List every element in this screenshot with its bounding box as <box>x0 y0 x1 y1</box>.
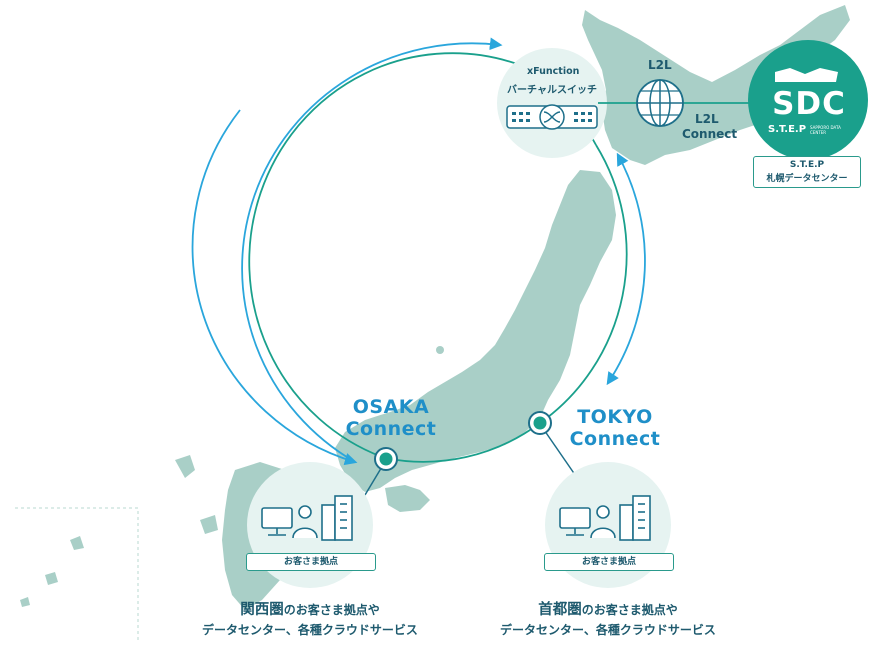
inner-ring <box>248 52 597 463</box>
oki-island <box>436 346 444 354</box>
sdc-logo-text: SDC <box>772 86 846 122</box>
xfunction-node-bg <box>497 48 607 158</box>
globe-icon <box>636 79 684 127</box>
inset-frame <box>15 507 139 640</box>
osaka-point-core <box>379 452 393 466</box>
japan-map <box>20 5 850 610</box>
xfunction-label-2: バーチャルスイッチ <box>507 85 597 96</box>
shuto-customer-icon <box>559 495 651 541</box>
sdc-logo-circle <box>748 40 868 160</box>
kansai-customer-tag: お客さま拠点 <box>246 553 376 571</box>
tokyo-point-core <box>533 416 547 430</box>
switch-icon <box>506 104 598 130</box>
hokkaido-shape <box>582 5 850 165</box>
sdc-logo-mark <box>775 68 838 82</box>
kansai-caption-rest: のお客さま拠点や <box>283 603 380 617</box>
osaka-line2: Connect <box>345 418 437 440</box>
kansai-caption: 関西圏のお客さま拠点や データセンター、各種クラウドサービス <box>180 600 440 640</box>
l2l-top-label: L2L <box>648 58 672 72</box>
shuto-caption-rest: のお客さま拠点や <box>581 603 678 617</box>
tokyo-connect-title: TOKYO Connect <box>560 406 670 450</box>
outer-arc-right <box>606 152 646 386</box>
shuto-caption-line1: 首都圏のお客さま拠点や <box>478 600 738 620</box>
shikoku-shape <box>385 485 430 512</box>
tokyo-link <box>539 423 581 483</box>
xfunction-label-1: xFunction <box>527 66 580 77</box>
shuto-caption-highlight: 首都圏 <box>538 602 582 618</box>
kansai-customer-icon <box>261 495 353 541</box>
sdc-logo-sub: S.T.E.P <box>768 124 807 135</box>
outer-arc-left <box>191 109 358 466</box>
sdc-name-box: S.T.E.P 札幌データセンター <box>753 156 861 188</box>
outer-arc-top <box>241 37 503 463</box>
tokyo-line2: Connect <box>569 428 661 450</box>
honshu-shape <box>335 170 616 492</box>
kansai-caption-line1: 関西圏のお客さま拠点や <box>180 600 440 620</box>
okinawa-islands <box>20 536 84 607</box>
kansai-caption-line2: データセンター、各種クラウドサービス <box>202 623 418 637</box>
sado-island <box>526 296 534 304</box>
sdc-box-line2: 札幌データセンター <box>766 174 848 184</box>
sdc-box-line1: S.T.E.P <box>789 160 825 170</box>
kansai-caption-highlight: 関西圏 <box>240 602 284 618</box>
west-islands-shape <box>175 455 218 534</box>
shuto-caption-line2: データセンター、各種クラウドサービス <box>500 623 716 637</box>
l2l-connect-label-1: L2L <box>695 112 719 126</box>
shuto-caption: 首都圏のお客さま拠点や データセンター、各種クラウドサービス <box>478 600 738 640</box>
osaka-connect-title: OSAKA Connect <box>336 396 446 440</box>
shuto-customer-tag: お客さま拠点 <box>544 553 674 571</box>
tokyo-line1: TOKYO <box>577 406 653 428</box>
sdc-logo-sub-small: SAPPORO DATA CENTER <box>810 125 841 135</box>
osaka-line1: OSAKA <box>352 396 430 418</box>
inner-ring-right <box>539 144 628 424</box>
l2l-connect-label-2: Connect <box>682 127 738 141</box>
